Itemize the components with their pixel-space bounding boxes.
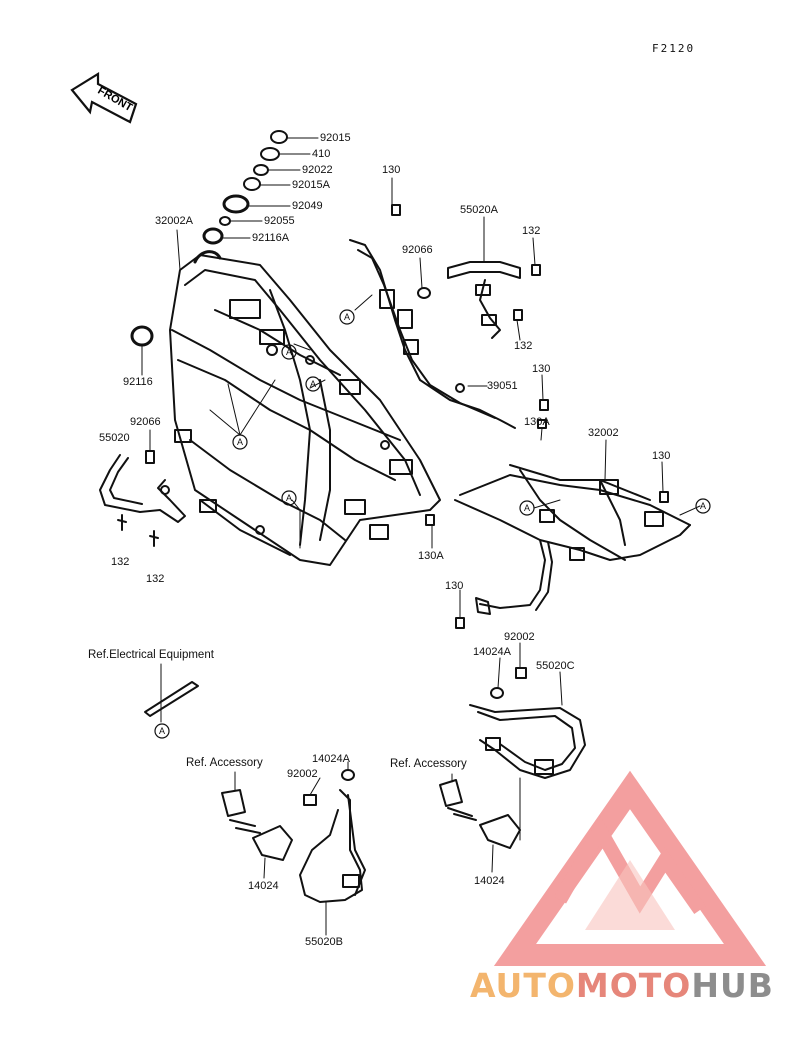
part-label-132-c: 132 xyxy=(522,225,541,237)
part-label-130-low: 130 xyxy=(445,580,464,592)
part-label-130-mid: 130 xyxy=(532,363,551,375)
part-label-14024-left: 14024 xyxy=(248,880,279,892)
leader-lines xyxy=(141,177,701,936)
part-label-410: 410 xyxy=(312,148,331,160)
bracket-55020A xyxy=(447,261,549,429)
side-stay-39051 xyxy=(349,204,516,429)
guard-55020B xyxy=(299,789,366,903)
watermark-text: AUTOMOTOHUB xyxy=(470,966,774,1005)
part-label-130a-top: 130A xyxy=(524,416,550,428)
part-label-130-top: 130 xyxy=(382,164,401,176)
main-frame xyxy=(169,250,441,566)
marker-a: A xyxy=(700,501,706,511)
part-label-92066-right: 92066 xyxy=(402,244,433,256)
marker-a: A xyxy=(159,726,165,736)
bracket-55020 xyxy=(99,454,186,547)
part-label-132-b: 132 xyxy=(146,573,165,585)
part-label-14024a-bottom: 14024A xyxy=(312,753,350,765)
part-label-92055: 92055 xyxy=(264,215,295,227)
marker-a: A xyxy=(344,312,350,322)
part-label-92022: 92022 xyxy=(302,164,333,176)
watermark-logo xyxy=(493,770,767,966)
head-pipe-parts xyxy=(202,130,319,245)
marker-a: A xyxy=(237,437,243,447)
part-label-132-a: 132 xyxy=(111,556,130,568)
rubber-92116 xyxy=(130,325,155,464)
diagram-code: F2120 xyxy=(652,42,696,55)
part-label-92116a: 92116A xyxy=(252,232,290,244)
subframe-32002 xyxy=(425,464,691,629)
front-arrow-icon: FRONT xyxy=(70,72,138,124)
part-label-14024-right: 14024 xyxy=(474,875,505,887)
part-label-55020: 55020 xyxy=(99,432,130,444)
guard-55020C xyxy=(469,667,586,841)
part-label-130a-bottom: 130A xyxy=(418,550,444,562)
marker-a: A xyxy=(310,379,316,389)
reference-markers xyxy=(154,309,711,739)
part-label-92002-bottom: 92002 xyxy=(287,768,318,780)
part-label-130-right: 130 xyxy=(652,450,671,462)
part-label-55020c: 55020C xyxy=(536,660,575,672)
accessory-clamp-left xyxy=(221,769,355,861)
part-label-92015: 92015 xyxy=(320,132,351,144)
part-label-92116: 92116 xyxy=(123,376,153,388)
marker-a: A xyxy=(286,347,292,357)
marker-letters: A A A A A A A A xyxy=(159,312,706,736)
ref-electrical-equipment-label: Ref.Electrical Equipment xyxy=(88,649,214,661)
part-label-92066-left: 92066 xyxy=(130,416,161,428)
part-label-55020a: 55020A xyxy=(460,204,498,216)
marker-a: A xyxy=(286,493,292,503)
wire-band xyxy=(144,663,199,723)
part-label-92002-top: 92002 xyxy=(504,631,535,643)
ref-accessory-right-label: Ref. Accessory xyxy=(390,758,467,770)
part-label-32002: 32002 xyxy=(588,427,619,439)
part-label-132-d: 132 xyxy=(514,340,533,352)
ref-accessory-left-label: Ref. Accessory xyxy=(186,757,263,769)
part-label-92015a: 92015A xyxy=(292,179,330,191)
part-label-92049: 92049 xyxy=(292,200,323,212)
accessory-clamp-right xyxy=(439,779,521,849)
part-label-39051: 39051 xyxy=(487,380,518,392)
part-label-55020b: 55020B xyxy=(305,936,343,948)
marker-a: A xyxy=(524,503,530,513)
part-label-14024a-top: 14024A xyxy=(473,646,511,658)
part-label-32002a: 32002A xyxy=(155,215,193,227)
